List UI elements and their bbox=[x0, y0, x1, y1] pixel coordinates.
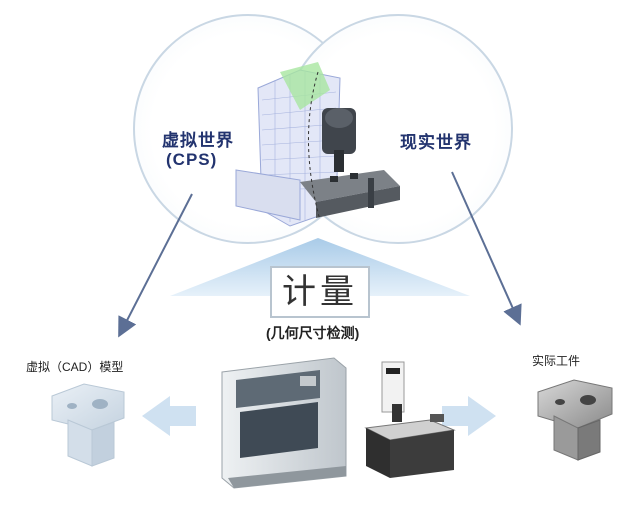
virtual-world-title: 虚拟世界 bbox=[162, 131, 234, 150]
block-arrow-left bbox=[142, 396, 196, 436]
virtual-world-subtitle: (CPS) bbox=[166, 150, 218, 169]
cad-model-part bbox=[51, 383, 125, 467]
real-part-label: 实际工件 bbox=[532, 354, 581, 368]
vision-measuring-machine bbox=[364, 361, 456, 478]
cmm-machine bbox=[221, 357, 347, 489]
metrology-title: 计量 bbox=[270, 266, 370, 318]
arrow-to-virtual-model bbox=[118, 193, 193, 338]
cad-model-label: 虚拟（CAD）模型 bbox=[26, 360, 124, 374]
real-world-title: 现实世界 bbox=[400, 133, 472, 152]
arrow-to-real-part bbox=[451, 171, 522, 326]
block-arrow-right bbox=[442, 396, 496, 436]
real-workpiece-part bbox=[537, 379, 613, 461]
metrology-subtitle: (几何尺寸检测) bbox=[266, 325, 360, 341]
cmm-model-illustration bbox=[235, 62, 400, 227]
